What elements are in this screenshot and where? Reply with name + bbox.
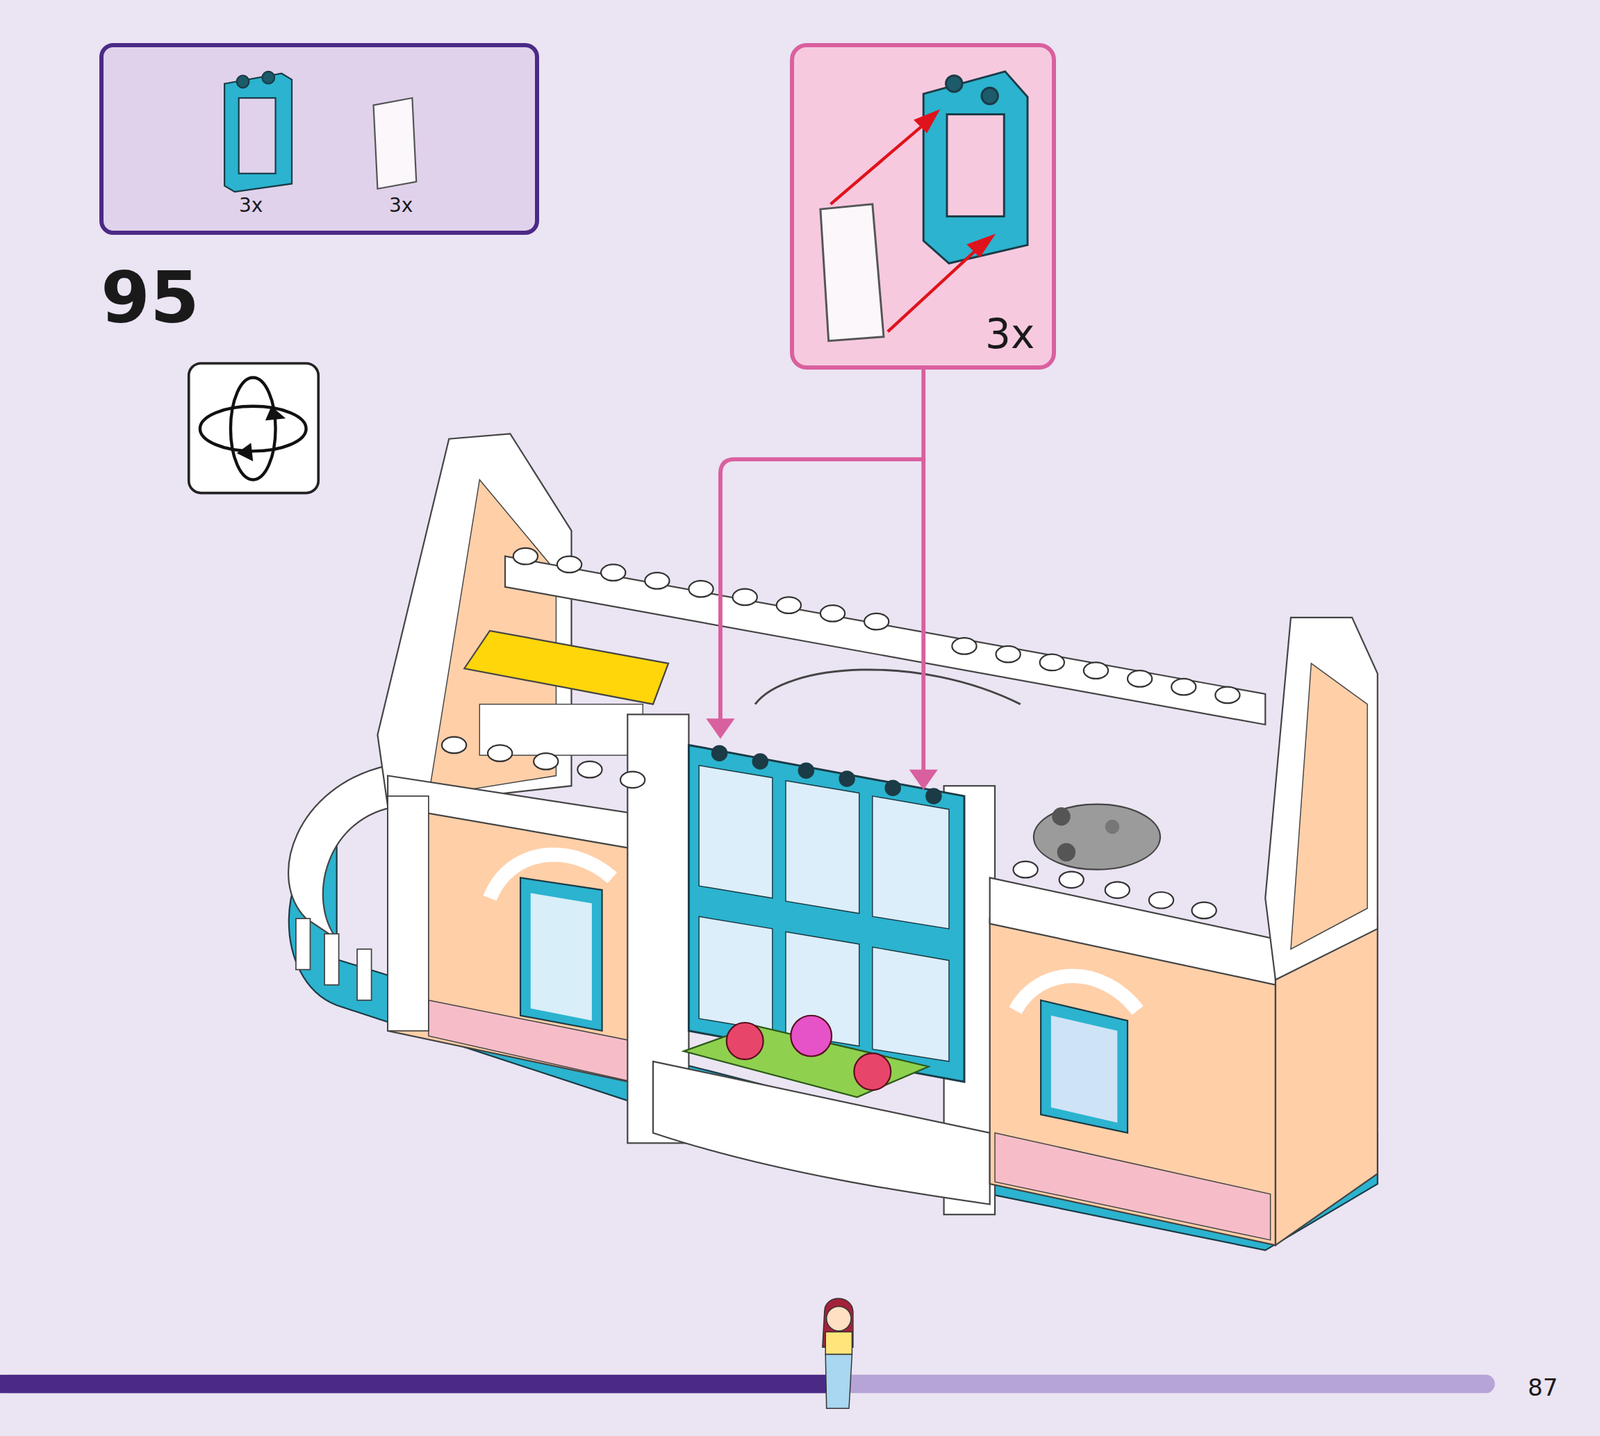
page-number: 87 <box>1527 1375 1558 1400</box>
step-number: 95 <box>100 262 200 334</box>
quantity-label: 3x <box>238 195 263 216</box>
quantity-label: 3x <box>389 195 413 216</box>
parts-list-box: 3x 3x <box>99 43 540 235</box>
quantity-label: 3x <box>985 314 1035 355</box>
callout-box: 3x <box>789 43 1057 370</box>
